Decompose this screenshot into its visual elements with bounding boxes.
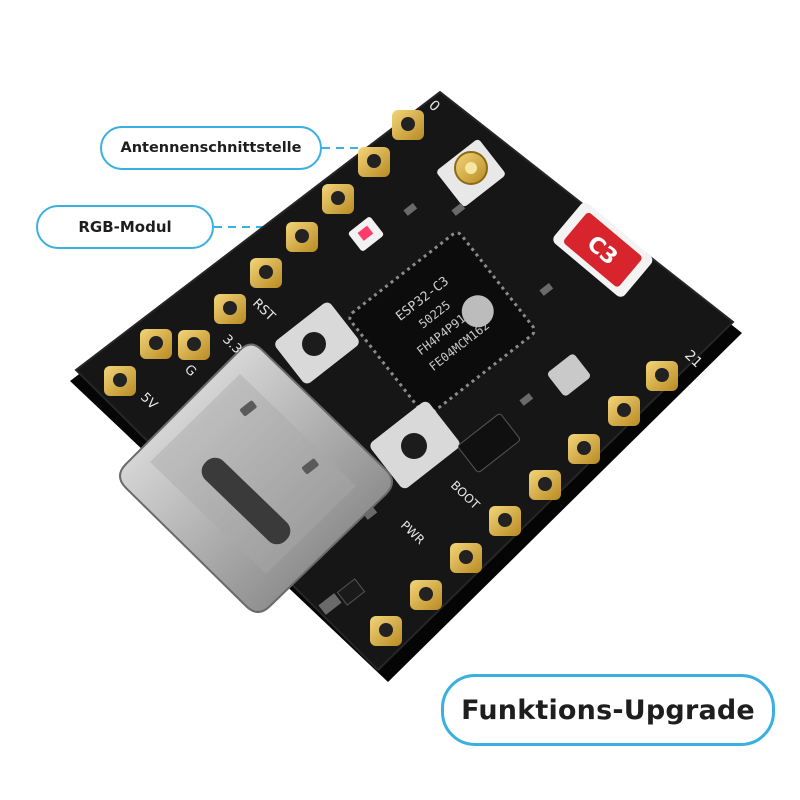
- crystal: [547, 354, 591, 396]
- antenna-interface-callout: Antennenschnittstelle: [100, 126, 322, 170]
- usb-c-connector: [119, 343, 393, 613]
- usb-c-shell: [119, 343, 393, 613]
- antenna-connector: [437, 139, 505, 207]
- function-upgrade-badge: Funktions-Upgrade: [441, 674, 775, 746]
- voltage-regulator: [457, 413, 521, 473]
- usb-c-slot: [201, 457, 291, 545]
- right-pin-row: [370, 361, 678, 646]
- c3-module: C3: [553, 202, 653, 297]
- usb-c-tab: [302, 458, 319, 475]
- left-pin-row: [104, 110, 424, 396]
- rst-button: [275, 302, 359, 384]
- usb-c-tab: [240, 400, 257, 417]
- usb-c-opening: [150, 374, 356, 574]
- boot-button: [370, 401, 460, 489]
- esp32-c3-board: C3 ESP32-C3 50225 FH4P4P9130 FE04MCM162: [70, 90, 742, 682]
- rgb-module-callout: RGB-Modul: [36, 205, 214, 249]
- esp32-c3-chip: ESP32-C3 50225 FH4P4P9130 FE04MCM162: [348, 231, 536, 417]
- espressif-logo-icon: [461, 295, 494, 328]
- smd-components: [318, 202, 554, 615]
- rgb-led: [348, 217, 384, 251]
